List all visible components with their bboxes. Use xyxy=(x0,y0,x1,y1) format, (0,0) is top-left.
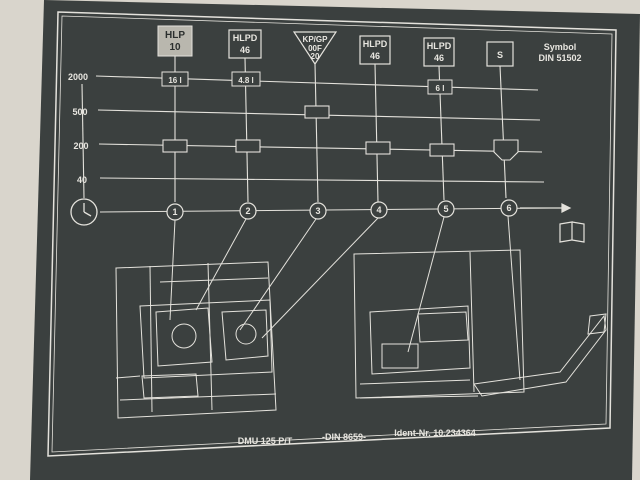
manual-book-icon xyxy=(520,203,585,243)
lubrication-plate xyxy=(30,0,640,480)
lubricant-1-type: HLP xyxy=(165,30,185,41)
quantity-box-3: 6 l xyxy=(427,79,453,95)
point-number-6: 6 xyxy=(506,203,511,213)
leader-lines xyxy=(169,215,521,381)
timeline-axis xyxy=(81,83,85,199)
point-number-4: 4 xyxy=(376,205,381,215)
lubricant-4-grade: 46 xyxy=(370,51,380,61)
quantity-label-1: 16 l xyxy=(168,76,181,85)
lubricant-2-type: HLPD xyxy=(233,33,258,43)
quantity-box-2: 4.8 l xyxy=(231,71,261,87)
point-number-2: 2 xyxy=(245,206,250,216)
quantity-label-3: 6 l xyxy=(436,84,445,93)
lubricant-symbol-1: HLP 10 xyxy=(157,25,193,57)
footer-din: -DIN 8659- xyxy=(322,432,366,442)
footer-ident: Ident-Nr. 10.234364 xyxy=(394,428,476,438)
point-number-1: 1 xyxy=(172,207,177,217)
point-number-5: 5 xyxy=(443,204,448,214)
lubricant-symbol-3: KP/GP 00F 20 xyxy=(292,31,338,66)
clock-icon xyxy=(70,198,98,226)
footer-model: DMU 125 P/T xyxy=(238,436,293,446)
lubricant-5-type: HLPD xyxy=(427,41,452,51)
quantity-box-1: 16 l xyxy=(161,71,189,87)
machine-drawing-front xyxy=(115,261,277,419)
lubricant-5-grade: 46 xyxy=(434,53,444,63)
point-number-3: 3 xyxy=(315,206,320,216)
lubricant-3-type: KP/GP xyxy=(303,35,329,44)
interval-label-200: 200 xyxy=(73,141,88,151)
lubricant-3-grade: 00F xyxy=(308,44,322,53)
oiler-symbols xyxy=(162,105,519,161)
symbol-caption-line-2: DIN 51502 xyxy=(538,53,581,63)
lubricant-1-grade: 10 xyxy=(169,42,181,53)
interval-label-40: 40 xyxy=(77,175,87,185)
lubricant-4-type: HLPD xyxy=(363,39,388,49)
machine-drawing-side xyxy=(353,249,607,399)
point-markers xyxy=(166,199,518,221)
lubricant-6-type: S xyxy=(497,50,503,60)
quantity-label-2: 4.8 l xyxy=(238,76,254,85)
interval-label-500: 500 xyxy=(72,107,87,117)
lubricant-3-class: 20 xyxy=(311,52,320,61)
interval-label-2000: 2000 xyxy=(68,72,88,82)
lubricant-2-grade: 46 xyxy=(240,45,250,55)
symbol-caption-line-1: Symbol xyxy=(544,42,577,52)
